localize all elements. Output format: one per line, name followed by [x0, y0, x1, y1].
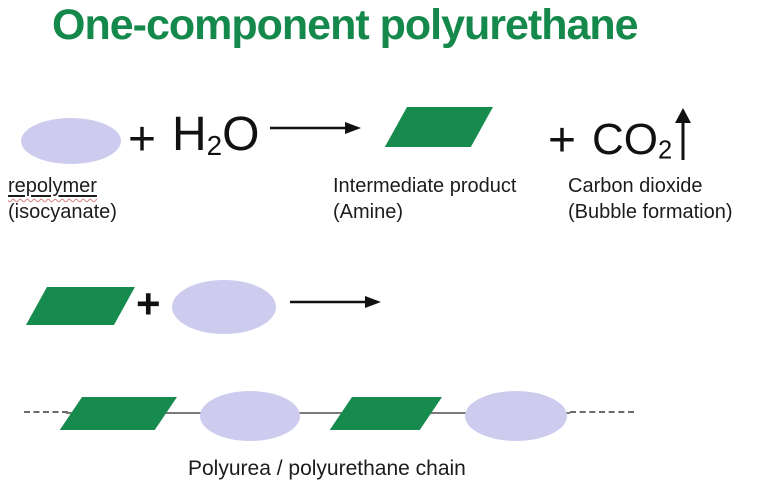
co2-formula: CO2 — [592, 115, 673, 165]
chain-ellipse-1 — [200, 391, 300, 441]
reaction2-ellipse — [172, 280, 276, 334]
reaction2-parallelogram — [25, 287, 135, 325]
slide-title: One-component polyurethane — [52, 1, 639, 49]
chain-parallelogram-2 — [329, 397, 442, 430]
co2-subscript: 2 — [658, 136, 673, 165]
chain-dashed-line-right — [570, 411, 634, 413]
water-formula: H2O — [172, 108, 260, 161]
water-subscript: 2 — [206, 130, 223, 161]
plus-operator-3: + — [136, 280, 161, 327]
chain-connector-line — [66, 412, 570, 414]
intermediate-label-line2: (Amine) — [333, 201, 404, 223]
chain-ellipse-2 — [465, 391, 567, 441]
intermediate-label: Intermediate product (Amine) — [333, 173, 516, 225]
prepolymer-label: repolymer (isocyanate) — [8, 173, 117, 225]
prepolymer-label-line2: (isocyanate) — [8, 201, 117, 223]
carbon-dioxide-label-line2: (Bubble formation) — [568, 201, 733, 223]
intermediate-parallelogram — [384, 107, 493, 147]
prepolymer-label-line1: repolymer — [8, 175, 97, 197]
chain-dashed-line-left — [24, 411, 68, 413]
carbon-dioxide-label-line1: Carbon dioxide — [568, 175, 703, 197]
chain-parallelogram-1 — [59, 397, 177, 430]
carbon-dioxide-label: Carbon dioxide (Bubble formation) — [568, 173, 733, 225]
up-arrow-icon — [675, 108, 691, 160]
right-arrow-icon — [270, 122, 361, 134]
water-h: H — [172, 108, 207, 161]
plus-operator-1: + — [128, 113, 157, 166]
intermediate-label-line1: Intermediate product — [333, 175, 517, 197]
chain-caption: Polyurea / polyurethane chain — [188, 457, 466, 480]
co2-co: CO — [592, 115, 658, 164]
plus-operator-2: + — [548, 114, 577, 167]
water-o: O — [222, 108, 260, 161]
right-arrow-icon-2 — [290, 296, 381, 308]
prepolymer-ellipse — [21, 118, 121, 164]
